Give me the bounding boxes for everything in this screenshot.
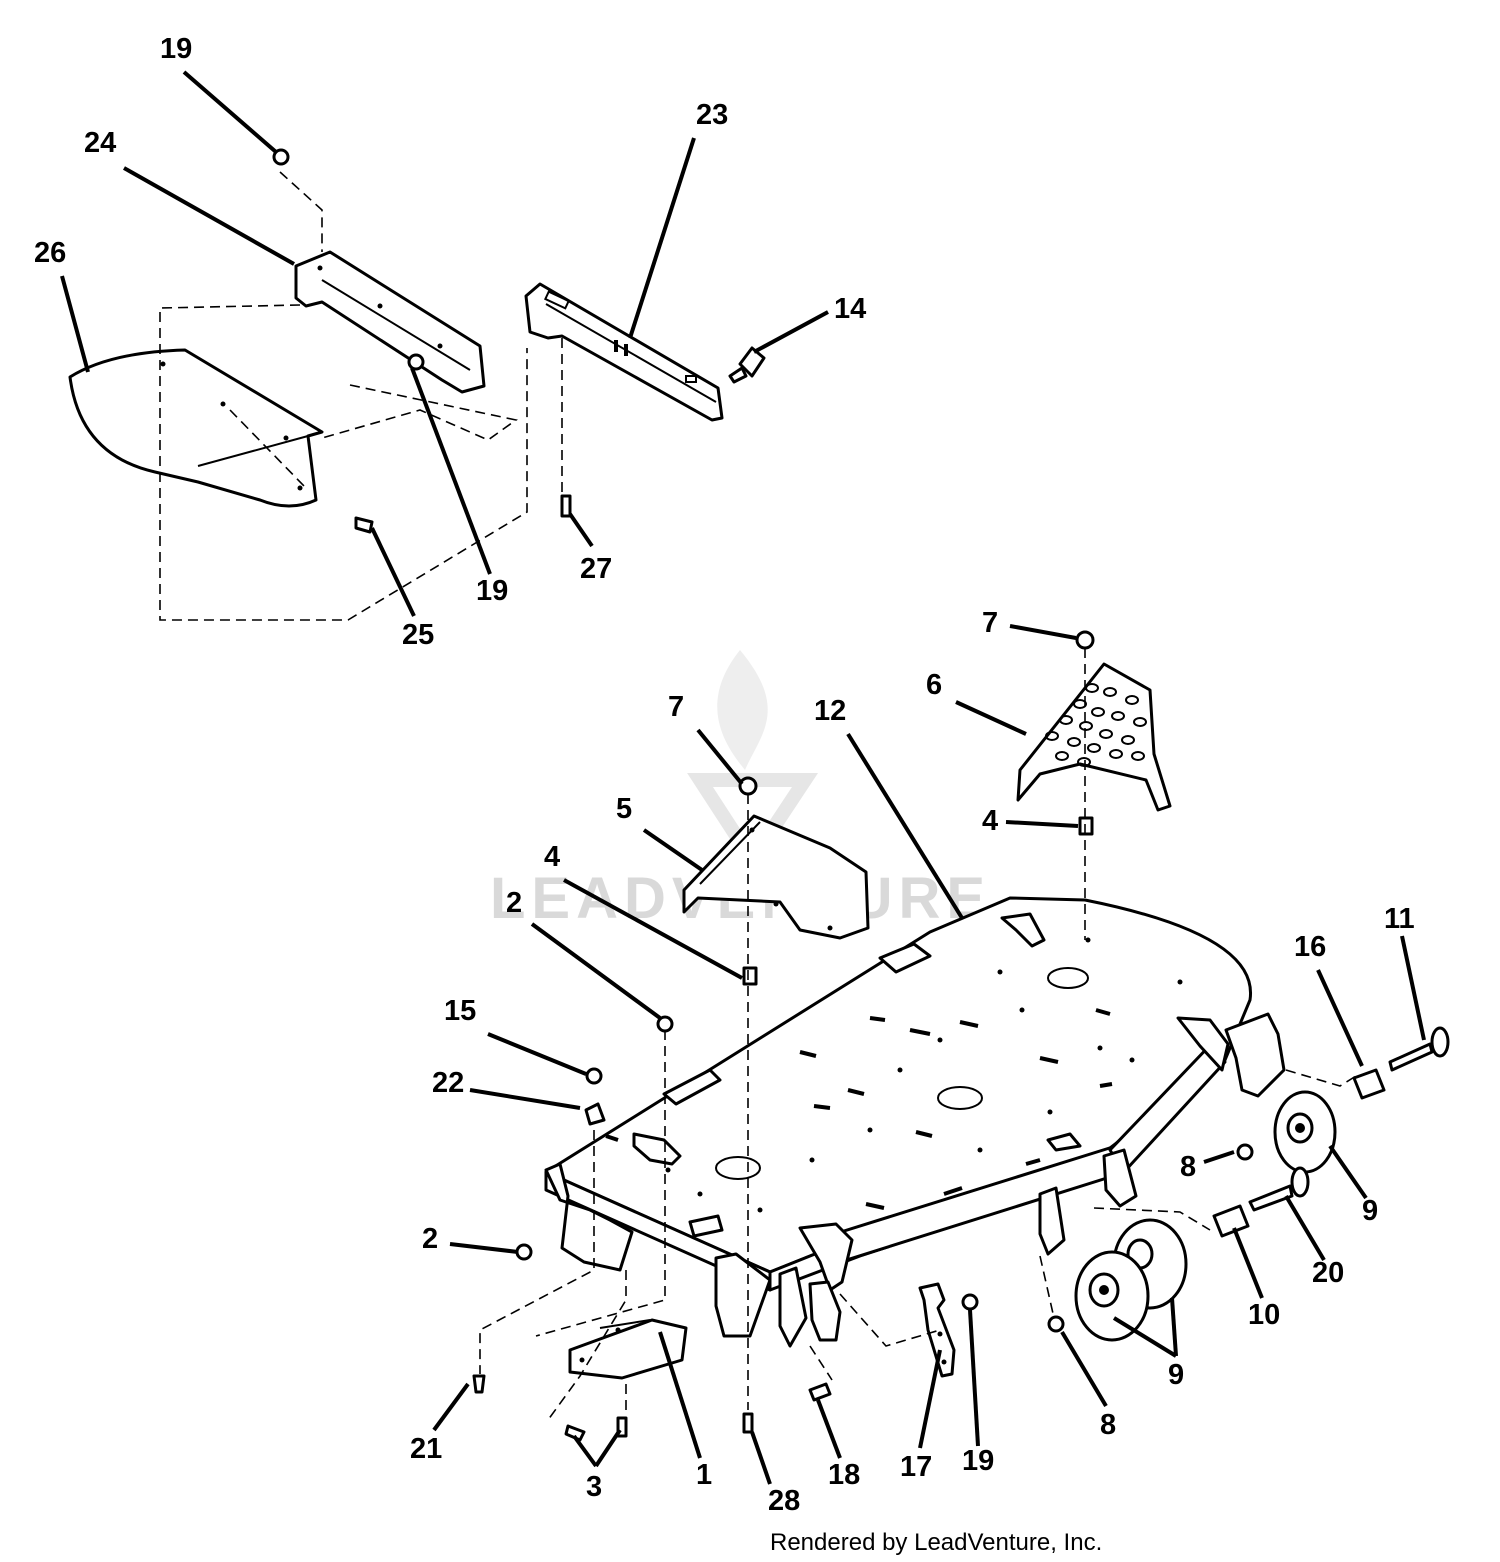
part-9-wheels	[1074, 1090, 1337, 1342]
callout-2: 2	[506, 887, 522, 919]
part-12-mower-deck	[544, 896, 1286, 1348]
callout-17: 17	[900, 1451, 932, 1483]
footer-credit: Rendered by LeadVenture, Inc.	[770, 1529, 1102, 1556]
callout-22: 22	[432, 1067, 464, 1099]
callout-5: 5	[616, 793, 632, 825]
callout-7: 7	[668, 691, 684, 723]
leader-lines	[60, 70, 1426, 1485]
callout-12: 12	[814, 695, 846, 727]
callout-19: 19	[476, 575, 508, 607]
part-26-deflector	[68, 348, 324, 508]
callout-labels: 19 24 26 23 14 19 27 25 7 6 7 12 5 4 4 2…	[34, 33, 1415, 1517]
hardware-axles	[1212, 1026, 1450, 1238]
callout-4: 4	[544, 841, 560, 873]
callout-14: 14	[834, 293, 866, 325]
callout-27: 27	[580, 553, 612, 585]
callout-8: 8	[1180, 1151, 1196, 1183]
callout-19: 19	[160, 33, 192, 65]
callout-26: 26	[34, 237, 66, 269]
callout-23: 23	[696, 99, 728, 131]
callout-18: 18	[828, 1459, 860, 1491]
hardware-upper	[272, 148, 572, 534]
callout-15: 15	[444, 995, 476, 1027]
callout-8: 8	[1100, 1409, 1116, 1441]
callout-24: 24	[84, 127, 116, 159]
callout-9: 9	[1168, 1359, 1184, 1391]
callout-19: 19	[962, 1445, 994, 1477]
callout-25: 25	[402, 619, 434, 651]
part-5-shield	[682, 814, 870, 940]
hardware-deck	[472, 630, 1254, 1442]
part-14-fitting	[728, 346, 766, 384]
callout-1: 1	[696, 1459, 712, 1491]
callout-7: 7	[982, 607, 998, 639]
assembly-lines-deck	[479, 648, 1357, 1421]
callout-16: 16	[1294, 931, 1326, 963]
assembly-lines-upper	[159, 171, 563, 621]
part-6-step-plate	[1016, 662, 1172, 812]
callout-11: 11	[1384, 903, 1415, 935]
callout-20: 20	[1312, 1257, 1344, 1289]
callout-6: 6	[926, 669, 942, 701]
part-23-rod-bracket	[524, 282, 724, 422]
callout-4: 4	[982, 805, 998, 837]
callout-3: 3	[586, 1471, 602, 1503]
callout-28: 28	[768, 1485, 800, 1517]
part-1-bracket-plate	[568, 1318, 688, 1380]
part-24-bracket	[294, 250, 486, 394]
callout-21: 21	[410, 1433, 442, 1465]
callout-2: 2	[422, 1223, 438, 1255]
callout-9: 9	[1362, 1195, 1378, 1227]
callout-10: 10	[1248, 1299, 1280, 1331]
part-17-arm	[918, 1282, 956, 1378]
